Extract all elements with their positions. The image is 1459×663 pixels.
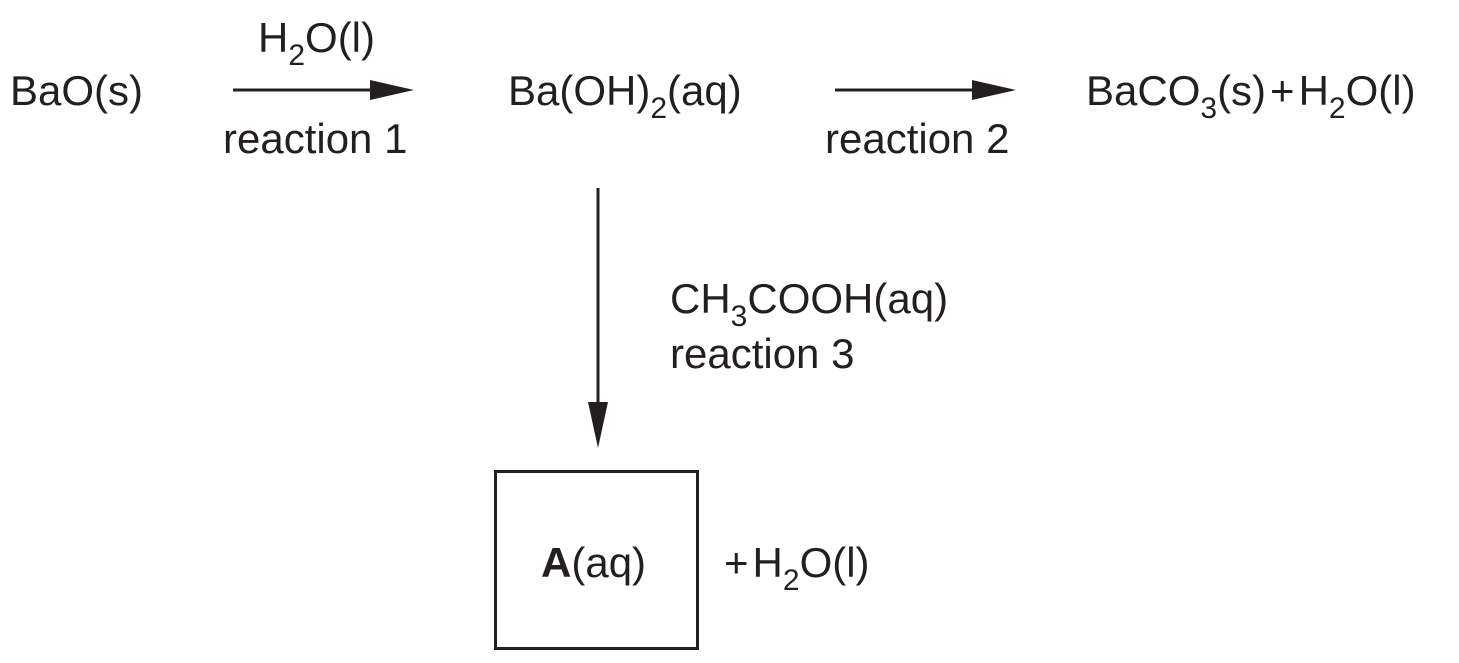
baoh2-prefix: Ba(OH) (508, 67, 651, 114)
product-a-box (494, 470, 699, 650)
water-prefix: H (1298, 67, 1329, 114)
water-prefix: H (258, 14, 289, 61)
water-subscript: 2 (782, 564, 800, 597)
reaction-3-water-product: +H2O(l) (724, 539, 870, 596)
reaction-1-label: reaction 1 (223, 115, 408, 162)
water-prefix: H (752, 539, 783, 586)
baco3-state: (s) (1217, 67, 1267, 114)
water-rest: O(l) (1345, 67, 1416, 114)
reaction-2-arrowhead (972, 80, 1016, 100)
ch3cooh-prefix: CH (670, 275, 731, 322)
product-a: A(aq) (541, 542, 646, 584)
reaction-2-label: reaction 2 (825, 115, 1010, 162)
baoh2-subscript: 2 (650, 92, 668, 125)
ch3cooh-rest: COOH(aq) (747, 275, 949, 322)
reaction-3-label: reaction 3 (670, 330, 855, 377)
reaction-3-reagent-ch3cooh: CH3COOH(aq) (670, 275, 949, 332)
water-rest: O(l) (305, 14, 376, 61)
reaction-2-products: BaCO3(s)+H2O(l) (1086, 67, 1416, 124)
bao-state: (s) (94, 67, 144, 114)
baoh2-state: (aq) (667, 67, 742, 114)
water-subscript: 2 (288, 39, 306, 72)
product-baco3: BaCO3(s) (1086, 67, 1267, 124)
product-a-label: A (541, 539, 572, 586)
plus-sign: + (1270, 67, 1295, 114)
reaction-3-arrowhead (588, 402, 608, 448)
product-water: H2O(l) (1298, 67, 1416, 124)
water-rest: O(l) (799, 539, 870, 586)
product-a-state: (aq) (571, 539, 647, 586)
reactant-bao: BaO(s) (10, 70, 143, 112)
bao-formula: BaO (10, 67, 95, 114)
ch3cooh-subscript: 3 (730, 300, 748, 333)
baco3-subscript: 3 (1200, 92, 1218, 125)
reaction-1-arrowhead (370, 80, 414, 100)
plus-sign: + (724, 539, 749, 586)
intermediate-baoh2: Ba(OH)2(aq) (508, 67, 742, 124)
baco3-prefix: BaCO (1086, 67, 1201, 114)
water-subscript: 2 (1328, 92, 1346, 125)
reaction-1-reagent-water: H2O(l) (258, 14, 376, 71)
